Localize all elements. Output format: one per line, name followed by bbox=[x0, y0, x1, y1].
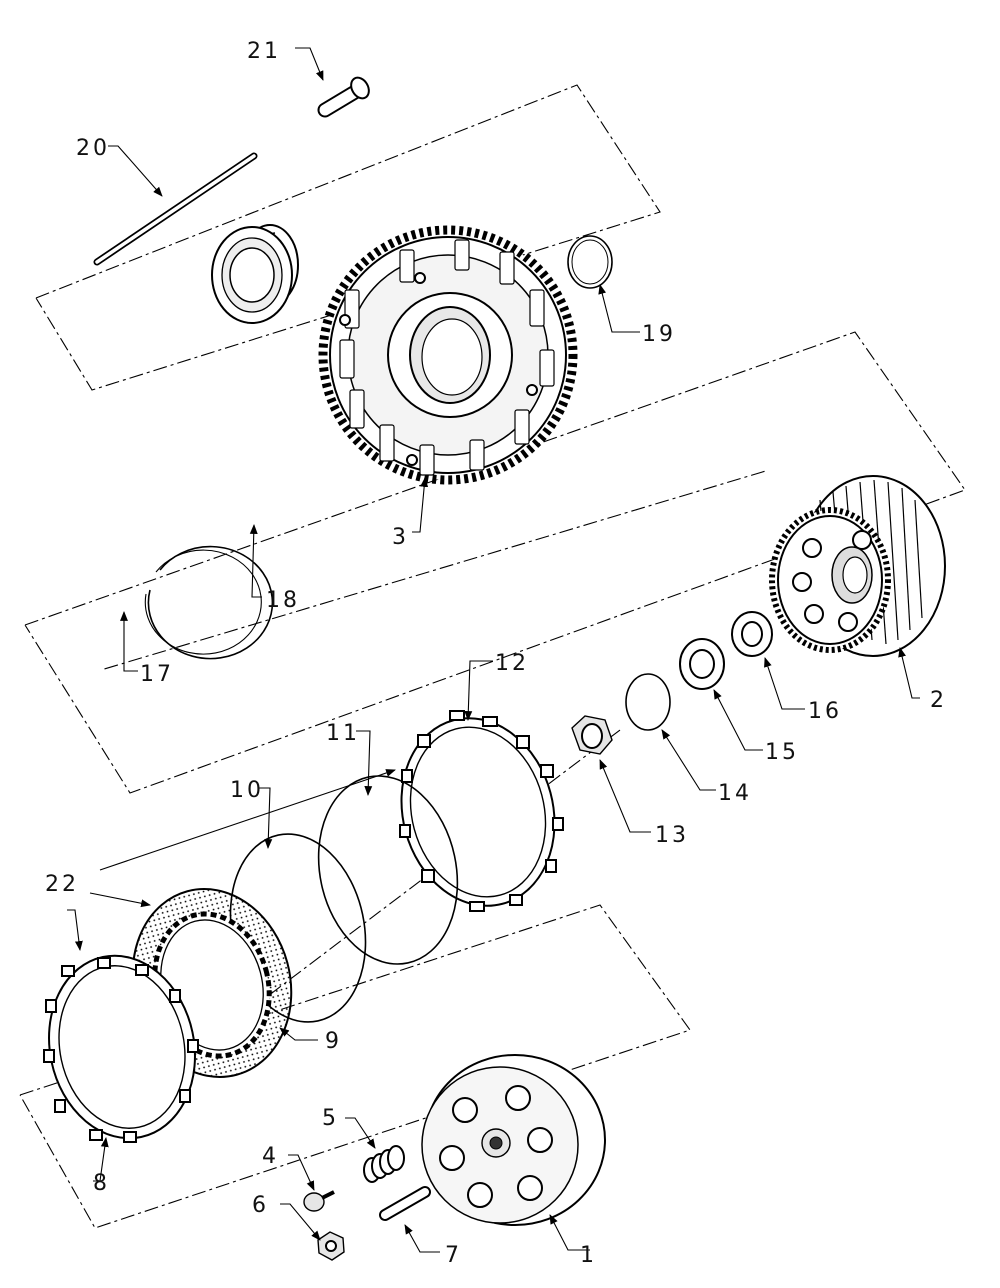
clutch-basket bbox=[318, 225, 578, 485]
retaining-ring bbox=[144, 545, 274, 660]
leader-lines bbox=[67, 47, 920, 1253]
bolt bbox=[317, 76, 370, 118]
bearing bbox=[211, 224, 299, 324]
callout-4: 4 bbox=[262, 1144, 279, 1169]
callout-11: 11 bbox=[326, 721, 360, 746]
callout-2: 2 bbox=[930, 688, 947, 713]
callout-3: 3 bbox=[392, 525, 409, 550]
callout-20: 20 bbox=[76, 136, 110, 161]
hub-nut-13 bbox=[571, 715, 613, 755]
callout-9: 9 bbox=[325, 1029, 342, 1054]
clutch-hub bbox=[769, 475, 946, 657]
friction-plate-12 bbox=[399, 710, 564, 912]
callout-19: 19 bbox=[642, 322, 676, 347]
callout-15: 15 bbox=[765, 740, 799, 765]
callout-6: 6 bbox=[252, 1193, 269, 1218]
callout-17: 17 bbox=[140, 662, 174, 687]
snap-ring bbox=[567, 235, 613, 289]
lower-assembly-box bbox=[19, 904, 691, 1229]
callout-12: 12 bbox=[495, 651, 529, 676]
pressure-plate bbox=[421, 1054, 606, 1226]
callout-labels: 1 2 3 4 5 6 7 8 9 10 11 12 13 14 15 16 1… bbox=[45, 39, 947, 1268]
pin bbox=[379, 1186, 431, 1221]
callout-16: 16 bbox=[808, 699, 842, 724]
callout-8: 8 bbox=[93, 1171, 110, 1196]
middle-assembly-box bbox=[24, 331, 966, 794]
screw bbox=[303, 1190, 335, 1212]
callout-5: 5 bbox=[322, 1106, 339, 1131]
nut bbox=[317, 1231, 345, 1261]
friction-plate-8 bbox=[43, 954, 199, 1143]
upper-assembly-box bbox=[35, 84, 661, 391]
callout-7: 7 bbox=[445, 1243, 462, 1268]
callout-14: 14 bbox=[718, 781, 752, 806]
callout-10: 10 bbox=[230, 778, 264, 803]
callout-21: 21 bbox=[247, 39, 281, 64]
callout-13: 13 bbox=[655, 823, 689, 848]
snap-ring-14 bbox=[625, 673, 671, 731]
thrust-washer-16 bbox=[731, 611, 773, 657]
push-rod bbox=[93, 152, 258, 266]
callout-18: 18 bbox=[266, 588, 300, 613]
callout-22: 22 bbox=[45, 872, 79, 897]
axis-line-middle bbox=[104, 470, 766, 670]
callout-1: 1 bbox=[580, 1243, 597, 1268]
spring bbox=[363, 1145, 405, 1183]
spring-washer-15 bbox=[679, 638, 725, 690]
